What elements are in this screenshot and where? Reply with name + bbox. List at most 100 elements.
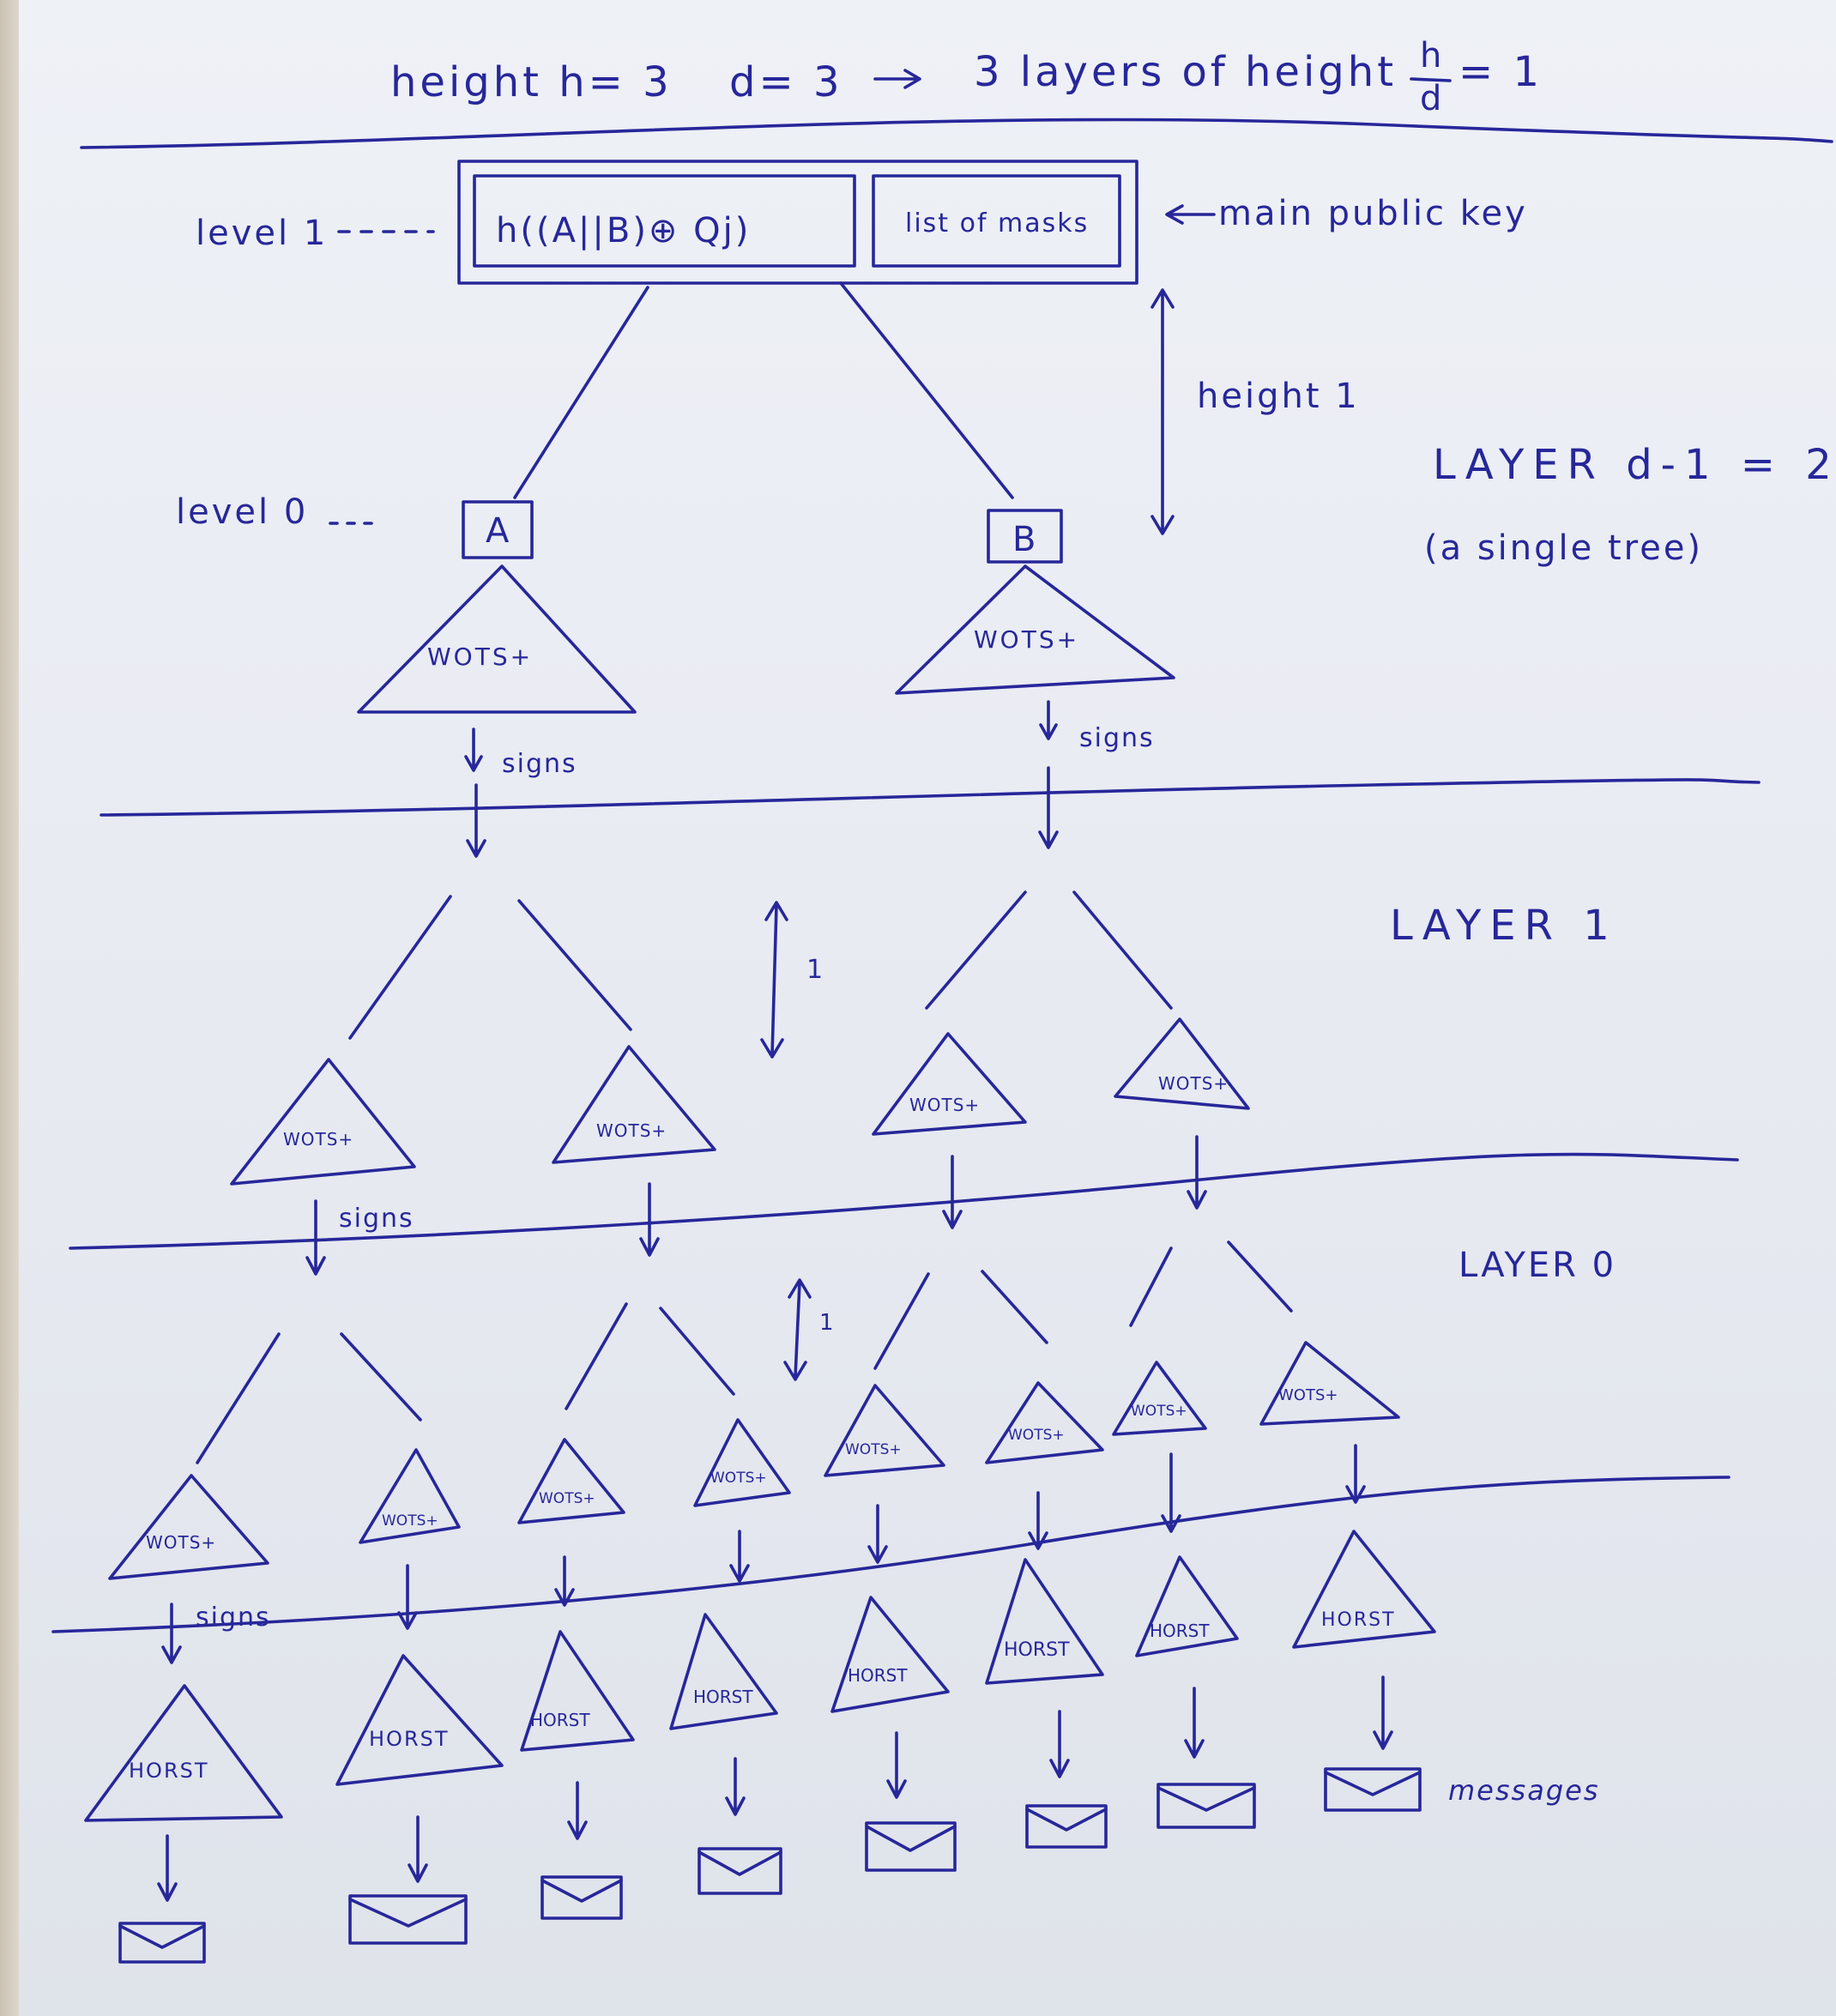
wots-label: WOTS+ <box>909 1095 980 1115</box>
signs-arrow-icon <box>1039 700 1058 740</box>
wots-label: WOTS+ <box>710 1470 767 1487</box>
wots-triangle <box>230 1058 416 1186</box>
implies-arrow-icon <box>873 69 921 89</box>
signs-label: signs <box>196 1603 271 1633</box>
fraction-denominator: d <box>1420 79 1444 118</box>
horst-label: HORST <box>369 1727 450 1751</box>
fraction-numerator: h <box>1420 36 1444 75</box>
signs-arrow-icon <box>1345 1444 1366 1504</box>
separator-line-4 <box>51 1476 1730 1633</box>
signs-arrow-icon <box>867 1504 888 1564</box>
level-0-label: level 0 <box>176 492 308 532</box>
horst-label: HORST <box>1321 1609 1396 1631</box>
wots-triangle <box>359 1448 461 1544</box>
arrow-down-icon <box>1049 1710 1070 1778</box>
tree-edge <box>925 890 1027 1010</box>
layer-1-height-label: 1 <box>806 955 823 985</box>
tree-edge <box>981 1270 1048 1344</box>
wots-label: WOTS+ <box>1278 1386 1338 1404</box>
wots-triangle <box>1112 1361 1207 1436</box>
height-equation: height h= 3 <box>390 58 673 106</box>
signs-arrow-icon <box>554 1555 575 1607</box>
signs-arrow-icon <box>1187 1135 1207 1210</box>
wots-triangle <box>552 1045 716 1164</box>
layer-2-title: LAYER d-1 = 2 <box>1433 441 1836 489</box>
wots-triangle <box>985 1381 1104 1464</box>
wots-triangle <box>895 564 1175 695</box>
wots-triangle <box>1259 1341 1400 1426</box>
layer-0-title: LAYER 0 <box>1459 1246 1616 1285</box>
horst-triangle <box>1292 1530 1436 1649</box>
signs-label: signs <box>1079 723 1155 753</box>
messages-label: messages <box>1448 1774 1599 1807</box>
height-double-arrow-icon <box>783 1278 812 1381</box>
arrow-down-icon <box>567 1781 588 1840</box>
wots-triangle <box>517 1438 625 1524</box>
wots-label: WOTS+ <box>845 1441 902 1458</box>
horst-label: HORST <box>1004 1639 1070 1661</box>
wots-triangle <box>357 564 637 714</box>
height-double-arrow-icon <box>760 901 788 1059</box>
wots-triangle <box>824 1384 945 1477</box>
height-1-label: height 1 <box>1197 377 1360 416</box>
signs-label: signs <box>502 749 577 779</box>
signs-arrow-icon <box>464 727 483 772</box>
masks-text: list of masks <box>905 208 1089 238</box>
node-a-box <box>462 500 534 559</box>
signs-arrow-icon <box>942 1155 963 1229</box>
signs-arrow-icon <box>161 1603 182 1664</box>
separator-line-3 <box>69 1152 1739 1250</box>
pubkey-arrow-icon <box>1165 204 1216 225</box>
d-equation: d= 3 <box>729 58 843 106</box>
signs-arrow-icon <box>466 783 486 858</box>
separator-line-2 <box>100 778 1761 817</box>
envelope-icon <box>698 1847 782 1895</box>
tree-edge <box>340 1332 422 1421</box>
fraction-bar <box>1410 77 1452 82</box>
horst-triangle <box>335 1654 504 1786</box>
root-edge-right <box>839 281 1014 499</box>
layers-height-text: 3 layers of height <box>974 48 1397 96</box>
horst-triangle <box>985 1558 1104 1685</box>
wots-triangle <box>108 1474 269 1580</box>
tree-edge <box>1072 890 1173 1010</box>
separator-line-top <box>80 118 1833 149</box>
wots-label: WOTS+ <box>596 1120 667 1141</box>
tree-edge <box>873 1272 930 1370</box>
horst-label: HORST <box>1150 1621 1210 1641</box>
layer-1-title: LAYER 1 <box>1390 902 1618 950</box>
tree-edge <box>565 1302 628 1410</box>
root-node-outer-box <box>457 160 1138 285</box>
wots-label: WOTS+ <box>1158 1073 1229 1094</box>
layer-2-subtitle: (a single tree) <box>1424 528 1703 568</box>
arrow-down-icon <box>157 1834 178 1902</box>
tree-edge <box>517 899 632 1031</box>
tree-edge <box>196 1332 281 1464</box>
arrow-down-icon <box>725 1757 746 1816</box>
layer-0-height-label: 1 <box>819 1310 834 1336</box>
envelope-icon <box>348 1894 468 1945</box>
root-edge-left <box>513 286 649 499</box>
horst-label: HORST <box>129 1759 209 1783</box>
envelope-icon <box>865 1821 957 1872</box>
wots-label: WOTS+ <box>1131 1403 1187 1420</box>
envelope-icon <box>118 1922 206 1964</box>
wots-triangle <box>872 1032 1027 1136</box>
wots-triangle <box>1114 1017 1250 1110</box>
signs-arrow-icon <box>1038 766 1059 849</box>
masks-box <box>872 174 1121 268</box>
arrow-down-icon <box>408 1815 428 1883</box>
fraction-result: = 1 <box>1459 48 1543 96</box>
height-double-arrow-icon <box>1151 288 1175 535</box>
horst-triangle <box>84 1684 283 1822</box>
tree-edge <box>659 1307 735 1396</box>
arrow-down-icon <box>1184 1687 1205 1759</box>
root-hash-box <box>473 174 856 268</box>
horst-triangle <box>520 1630 635 1752</box>
tree-edge <box>1227 1240 1293 1313</box>
signs-arrow-icon <box>397 1564 418 1630</box>
root-hash-text: h((A||B)⊕ Qj) <box>496 211 751 250</box>
wots-label: WOTS+ <box>539 1490 595 1507</box>
